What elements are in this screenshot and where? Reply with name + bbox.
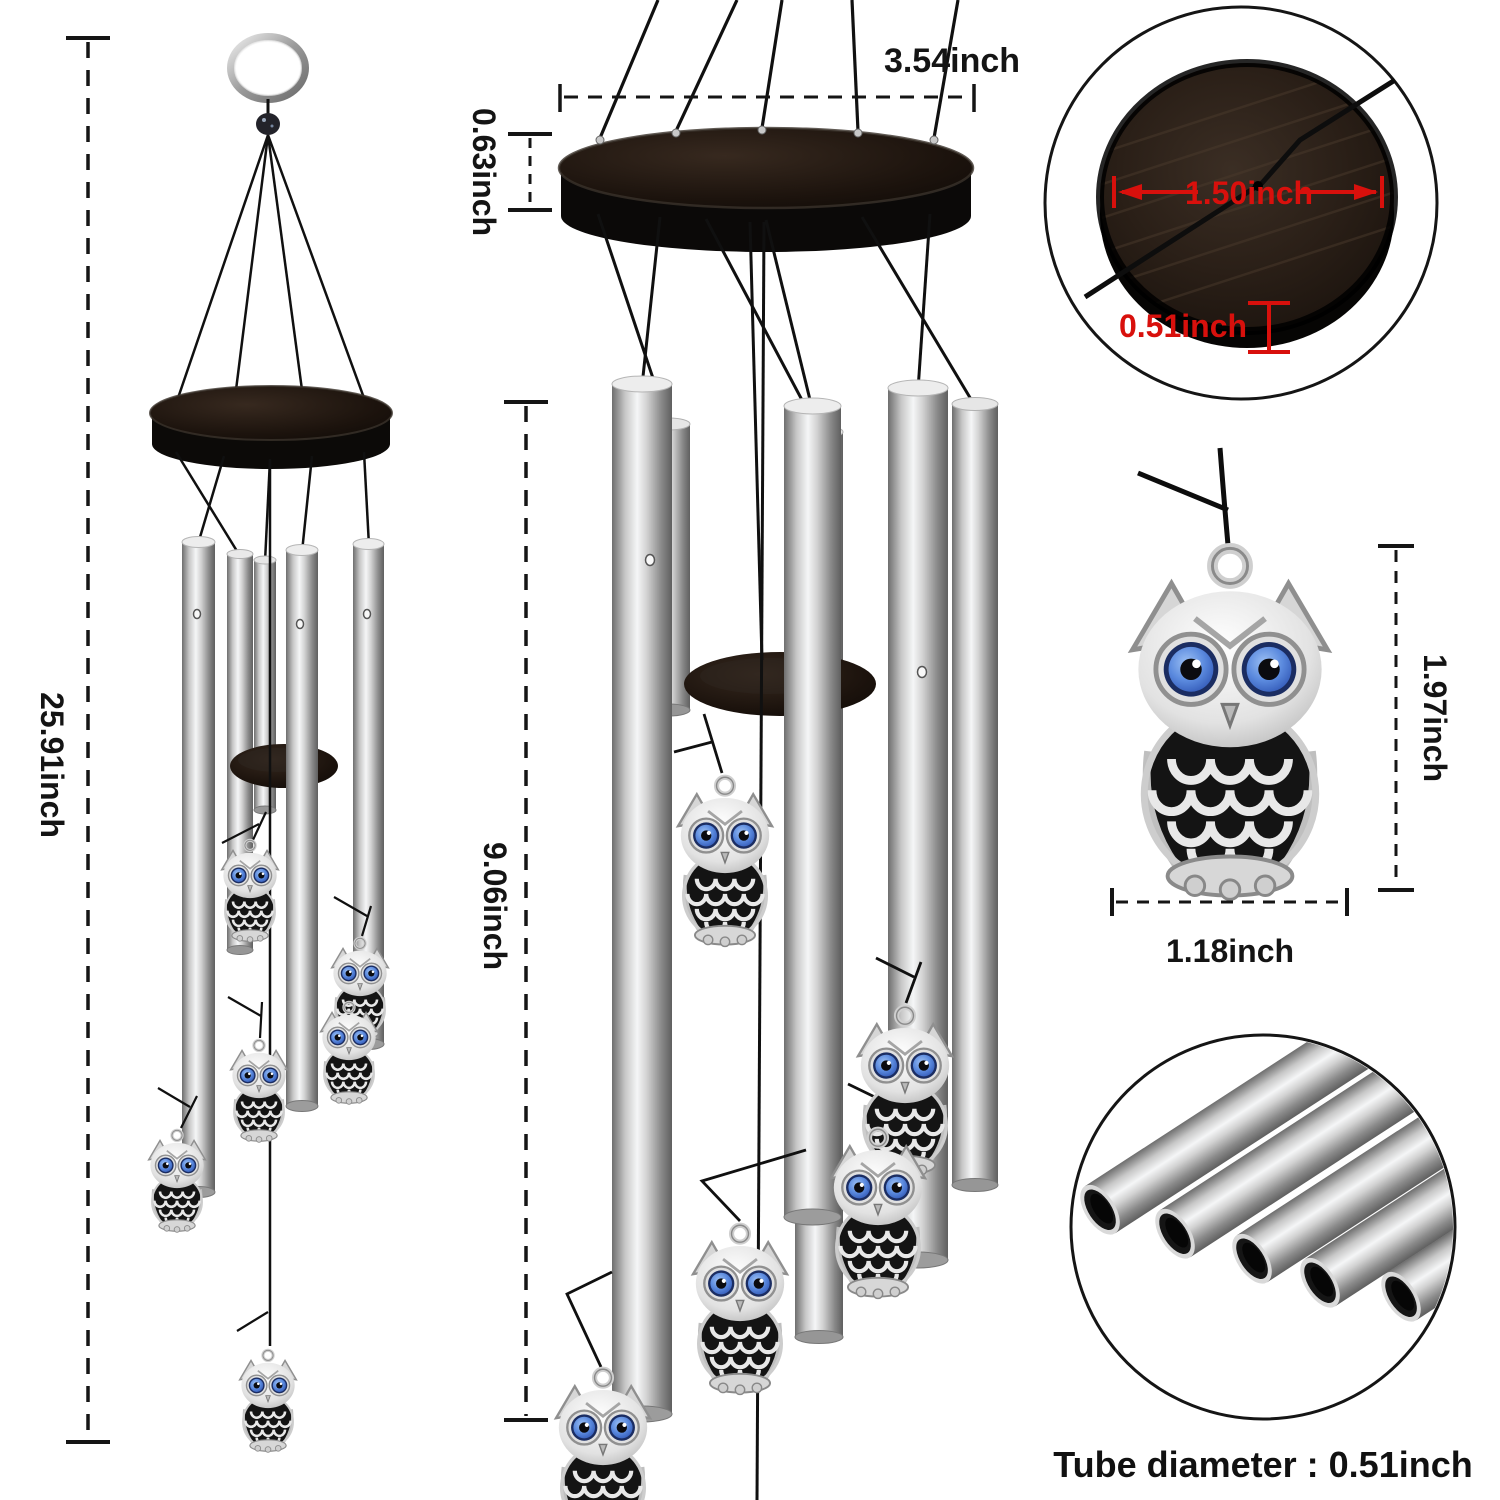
suspension-strings bbox=[176, 134, 366, 399]
canopy-disc bbox=[557, 125, 975, 252]
dimension-tube-length: 9.06inch bbox=[477, 400, 548, 1422]
canopy-screws bbox=[595, 125, 939, 145]
middle-wind-chime bbox=[556, 0, 999, 1500]
string-hole bbox=[1253, 181, 1263, 191]
dimension-total-height: 25.91inch bbox=[34, 36, 110, 1444]
dimension-disc-thickness: 0.51inch bbox=[1119, 301, 1290, 354]
hanging-ring bbox=[227, 33, 309, 135]
dimension-owl-height: 1.97inch bbox=[1378, 544, 1453, 892]
center-string bbox=[748, 221, 764, 661]
disc-thickness-label: 0.51inch bbox=[1119, 308, 1247, 344]
tube-length-label: 9.06inch bbox=[477, 842, 513, 970]
tube-diameter-caption: Tube diameter : 0.51inch bbox=[1053, 1444, 1472, 1485]
owl-strings bbox=[157, 811, 373, 1332]
tube-diameter-detail: Tube diameter : 0.51inch bbox=[1053, 1033, 1473, 1485]
owl-width-label: 1.18inch bbox=[1166, 933, 1294, 969]
chime-tube bbox=[951, 397, 999, 1192]
owl-height-label: 1.97inch bbox=[1417, 654, 1453, 782]
dimension-disc-diameter: 1.50inch bbox=[1112, 175, 1384, 211]
tube-strings bbox=[174, 451, 371, 563]
owl-charm bbox=[319, 1000, 379, 1106]
dimension-canopy-width: 3.54inch bbox=[558, 42, 1020, 112]
owl-charm-large bbox=[1133, 548, 1328, 899]
canopy-width-label: 3.54inch bbox=[884, 42, 1020, 80]
chime-tube bbox=[611, 375, 673, 1423]
suspension-strings bbox=[598, 0, 960, 139]
chime-tube bbox=[285, 544, 319, 1112]
dimension-canopy-thickness: 0.63inch bbox=[466, 108, 552, 236]
chime-tube bbox=[181, 536, 216, 1198]
canopy-disc-detail: 1.50inch 0.51inch bbox=[1043, 5, 1439, 401]
owl-charm bbox=[229, 1038, 289, 1144]
owl-charm bbox=[678, 777, 772, 946]
canopy-thickness-label: 0.63inch bbox=[466, 108, 502, 236]
total-height-label: 25.91inch bbox=[34, 692, 70, 838]
chime-tube bbox=[783, 397, 842, 1226]
owl-charm bbox=[693, 1225, 787, 1394]
canopy-disc bbox=[149, 385, 393, 469]
knot-bead bbox=[256, 113, 280, 135]
disc-diameter-label: 1.50inch bbox=[1185, 175, 1313, 211]
left-wind-chime bbox=[147, 33, 393, 1454]
hanging-string bbox=[1137, 447, 1231, 546]
owl-charm-detail: 1.97inch 1.18inch bbox=[1110, 447, 1453, 969]
owl-charm bbox=[238, 1348, 298, 1454]
dimension-owl-width: 1.18inch bbox=[1110, 888, 1349, 969]
tubes-bundle bbox=[1080, 1037, 1453, 1322]
owl-strings bbox=[565, 713, 923, 1368]
